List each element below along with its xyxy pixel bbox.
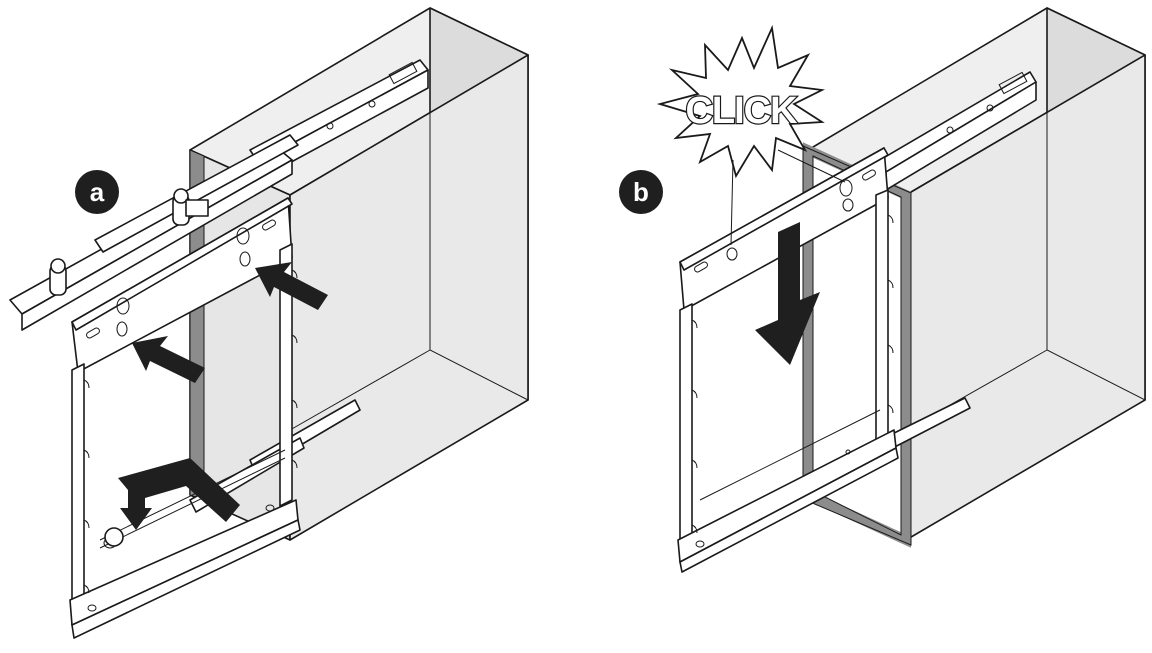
- frame-a-bottom-bar: [69, 499, 299, 626]
- click-label: CLICK: [685, 90, 798, 132]
- frame-b-left-upright: [679, 303, 693, 563]
- bent-push-arrow-icon: [118, 458, 240, 530]
- click-leader-line-2: [777, 149, 846, 183]
- push-arrow-icon: [132, 336, 205, 383]
- frame-b-right-upright: [875, 189, 889, 445]
- cabinet-a-inner-edge-2: [289, 349, 431, 431]
- panel-b: CLICK b: [619, 7, 1146, 573]
- cabinet-b: [802, 7, 1146, 548]
- step-badge-icon: [619, 170, 663, 214]
- slide-mechanism-a: [9, 134, 299, 331]
- push-arrow-icon: [255, 262, 328, 310]
- frame-a-right-upright: [279, 243, 293, 507]
- down-arrow-icon: [755, 222, 820, 365]
- step-badge-b: b: [619, 170, 663, 214]
- step-badge-a: a: [75, 170, 119, 214]
- basket-frame-b: [677, 147, 899, 573]
- click-leader-line: [730, 159, 734, 246]
- click-burst-icon: [656, 24, 826, 179]
- click-burst: CLICK: [656, 24, 846, 246]
- frame-b-bottom-bar: [677, 429, 897, 563]
- basket-frame-a: [69, 197, 301, 639]
- frame-a-left-upright: [71, 363, 85, 626]
- panel-a: a: [9, 7, 529, 639]
- step-badge-icon: [75, 170, 119, 214]
- step-badge-a-label: a: [90, 177, 105, 207]
- step-badge-b-label: b: [633, 177, 649, 207]
